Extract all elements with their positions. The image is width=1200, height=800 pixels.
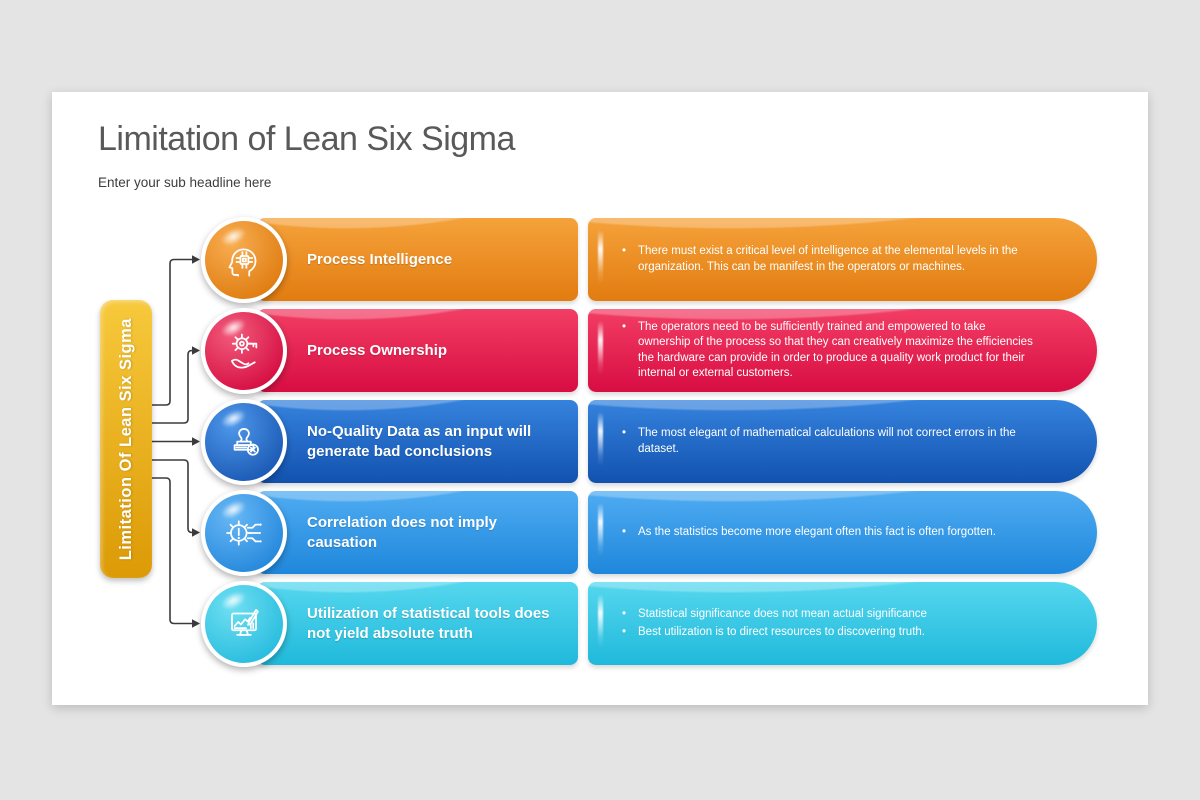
hand-gear-key-icon xyxy=(231,333,258,369)
row-bullets: • As the statistics become more elegant o… xyxy=(588,523,1097,542)
row-title: Process Ownership xyxy=(307,341,448,359)
row-description-bar: • There must exist a critical level of in… xyxy=(588,218,1097,301)
bullet-item: • As the statistics become more elegant o… xyxy=(622,525,1039,540)
row-title-bar: No-Quality Data as an input will generat… xyxy=(257,400,578,483)
row-description-bar: • Statistical significance does not mean … xyxy=(588,582,1097,665)
row-description-bar: • The most elegant of mathematical calcul… xyxy=(588,400,1097,483)
row-bullets: • Statistical significance does not mean … xyxy=(588,605,1097,641)
gloss-highlight xyxy=(598,411,603,467)
row-title: Utilization of statistical tools does no… xyxy=(307,605,550,642)
row-no-quality-data: No-Quality Data as an input will generat… xyxy=(201,398,1097,485)
page-subtitle: Enter your sub headline here xyxy=(98,175,272,190)
side-band: Limitation Of Lean Six Sigma xyxy=(100,300,152,578)
gloss-highlight xyxy=(598,320,603,376)
bullet-text: As the statistics become more elegant of… xyxy=(638,525,996,538)
row-description-bar: • As the statistics become more elegant o… xyxy=(588,491,1097,574)
row-title: No-Quality Data as an input will generat… xyxy=(307,423,532,460)
bullet-dot: • xyxy=(622,427,627,440)
bullet-item: • There must exist a critical level of in… xyxy=(622,244,1039,274)
gloss-highlight xyxy=(598,229,603,285)
bullet-dot: • xyxy=(622,625,627,638)
icon-ball xyxy=(201,216,287,303)
icon-ball xyxy=(201,307,287,394)
bullet-text: There must exist a critical level of int… xyxy=(638,245,1018,273)
bullet-item: • Statistical significance does not mean … xyxy=(622,607,1039,622)
bullet-text: Best utilization is to direct resources … xyxy=(638,625,925,638)
row-title-bar: Process Ownership xyxy=(257,309,578,392)
bullet-item: • The operators need to be sufficiently t… xyxy=(622,320,1039,381)
bullet-item: • Best utilization is to direct resources… xyxy=(622,625,1039,640)
side-band-label: Limitation Of Lean Six Sigma xyxy=(116,317,135,561)
icon-ball xyxy=(201,580,287,667)
stamp-reject-icon xyxy=(233,427,259,456)
row-correlation-causation: Correlation does not imply causation • As… xyxy=(201,489,1097,576)
bullet-text: The operators need to be sufficiently tr… xyxy=(638,321,1033,379)
row-process-ownership: Process Ownership • The operators need to… xyxy=(201,307,1097,394)
bullet-dot: • xyxy=(622,321,627,334)
row-bullets: • The operators need to be sufficiently t… xyxy=(588,318,1097,383)
slide: Limitation of Lean Six Sigma Enter your … xyxy=(52,92,1148,705)
gear-alert-circuit-icon xyxy=(226,519,262,546)
row-process-intelligence: Process Intelligence • There must exist a… xyxy=(201,216,1097,303)
bullet-text: Statistical significance does not mean a… xyxy=(638,608,927,621)
row-title: Correlation does not imply causation xyxy=(307,514,498,551)
row-bullets: • The most elegant of mathematical calcul… xyxy=(588,424,1097,458)
bullet-dot: • xyxy=(622,608,627,621)
row-title: Process Intelligence xyxy=(307,250,453,268)
bullet-item: • The most elegant of mathematical calcul… xyxy=(622,426,1039,456)
gloss-highlight xyxy=(598,502,603,558)
row-title-bar: Utilization of statistical tools does no… xyxy=(257,582,578,665)
row-title-bar: Correlation does not imply causation xyxy=(257,491,578,574)
page-title: Limitation of Lean Six Sigma xyxy=(98,120,515,158)
bullet-dot: • xyxy=(622,525,627,538)
icon-ball xyxy=(201,489,287,576)
bullet-dot: • xyxy=(622,245,627,258)
ai-head-icon xyxy=(228,247,257,277)
row-description-bar: • The operators need to be sufficiently t… xyxy=(588,309,1097,392)
bullet-text: The most elegant of mathematical calcula… xyxy=(638,427,1016,455)
monitor-chart-icon xyxy=(231,608,259,636)
gloss-highlight xyxy=(598,593,603,649)
row-bullets: • There must exist a critical level of in… xyxy=(588,242,1097,276)
row-statistical-tools: Utilization of statistical tools does no… xyxy=(201,580,1097,667)
icon-ball xyxy=(201,398,287,485)
row-title-bar: Process Intelligence xyxy=(257,218,578,301)
